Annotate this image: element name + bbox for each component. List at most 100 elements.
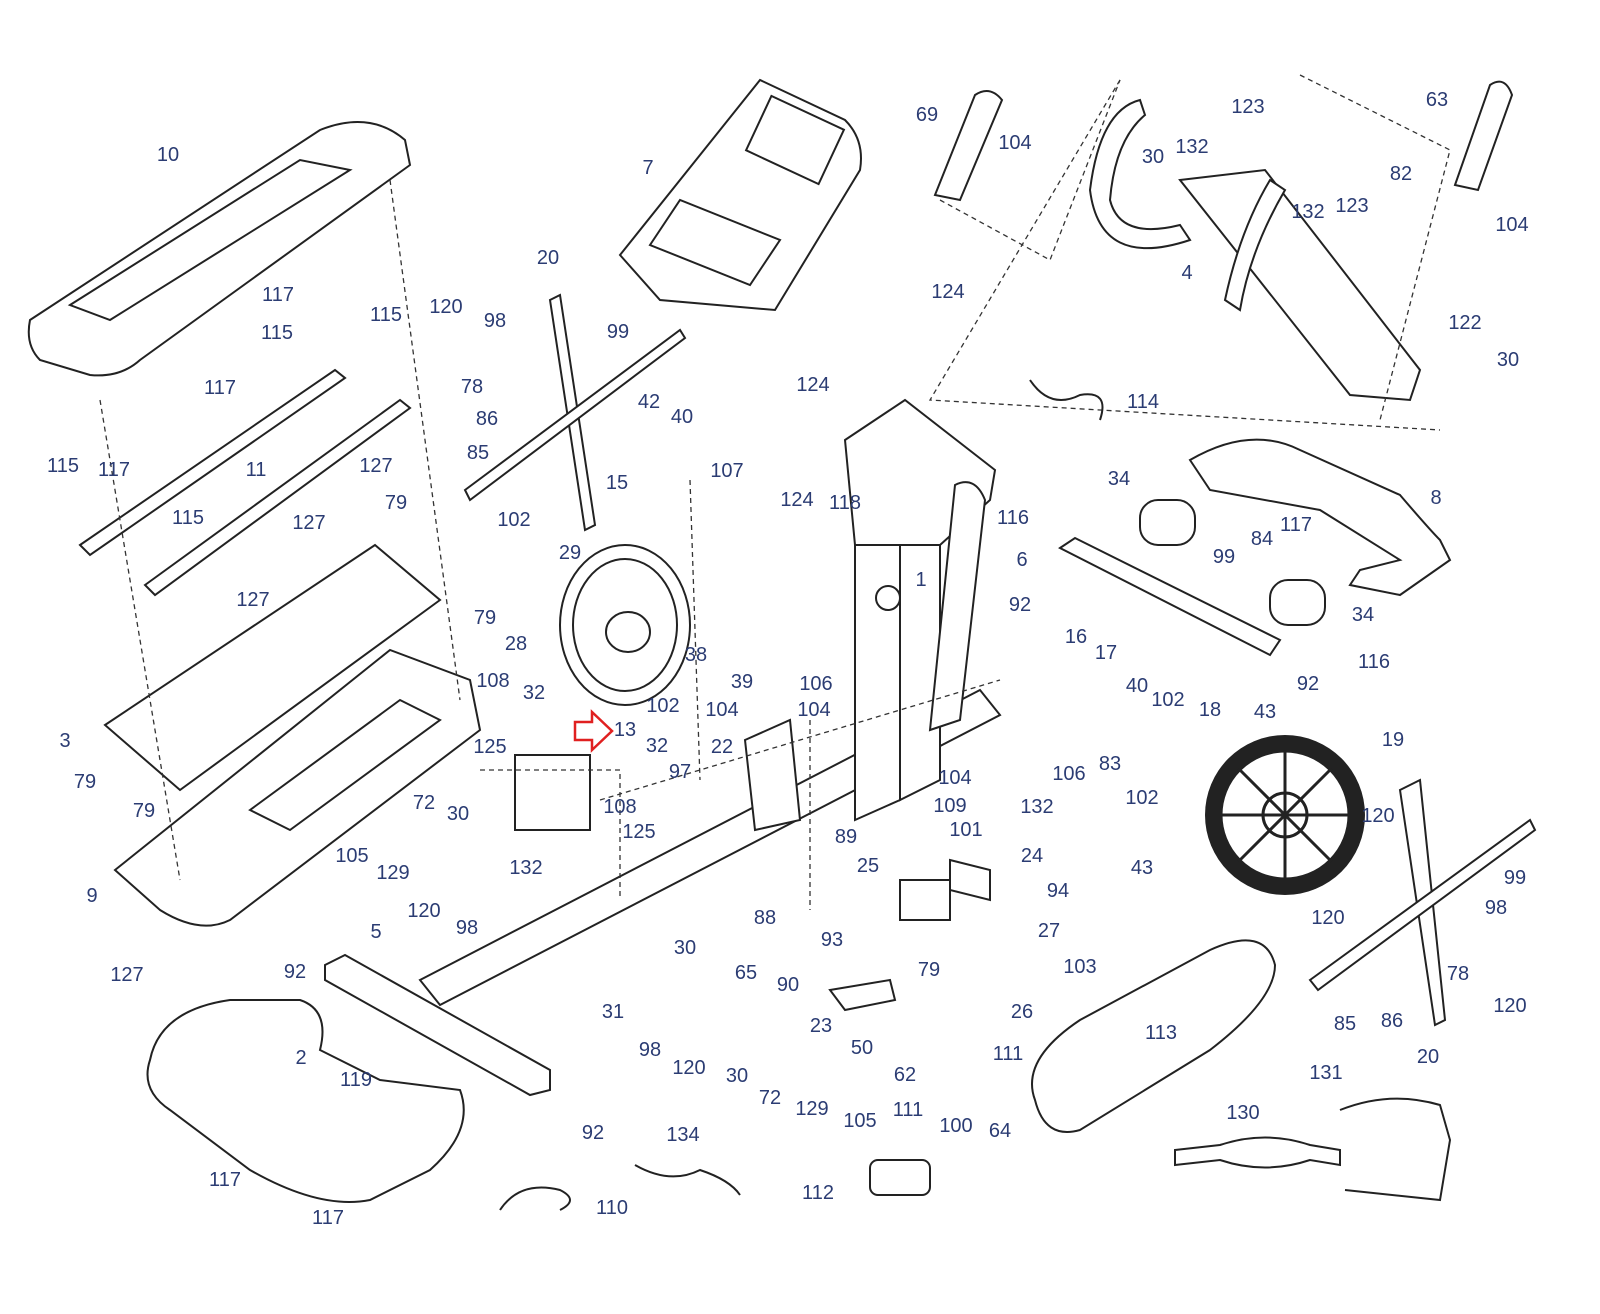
part-label: 98 [455,917,479,939]
part-label: 130 [1226,1102,1260,1124]
part-label: 78 [1446,963,1470,985]
part-label: 23 [809,1015,833,1037]
part-label: 119 [340,1069,372,1091]
part-label: 92 [581,1122,605,1144]
part-label: 117 [262,284,294,306]
part-label: 117 [204,377,236,399]
part-label: 125 [622,821,656,843]
part-label: 22 [710,736,734,758]
part-label: 109 [933,795,967,817]
part-label: 101 [949,819,983,841]
part-label: 127 [236,589,270,611]
part-label: 134 [666,1124,700,1146]
part-label: 11 [245,459,267,481]
part-label: 15 [605,472,629,494]
part-label: 4 [1181,262,1193,284]
part-label: 62 [893,1064,917,1086]
part-label: 117 [1280,514,1312,536]
part-label: 122 [1448,312,1482,334]
part-label: 102 [497,509,531,531]
part-label: 116 [1358,651,1390,673]
part-label: 99 [1212,546,1236,568]
belt-part [1031,939,1277,1133]
part-label: 132 [1020,796,1054,818]
part-label: 117 [209,1169,241,1191]
part-label: 82 [1389,163,1413,185]
top-cover-part [27,121,412,377]
base-cover-part [146,999,465,1203]
part-label: 115 [172,507,204,529]
part-label: 113 [1145,1022,1177,1044]
part-label: 25 [856,855,880,877]
part-label: 120 [1311,907,1345,929]
part-label: 30 [673,937,697,959]
part-label: 79 [473,607,497,629]
part-label: 38 [684,644,708,666]
highlight-arrow-icon [573,709,614,753]
part-label: 2 [295,1047,307,1069]
part-label: 79 [73,771,97,793]
part-label: 99 [606,321,630,343]
part-label: 24 [1020,845,1044,867]
part-label: 10 [156,144,180,166]
part-label: 104 [1495,214,1529,236]
part-label: 79 [132,800,156,822]
part-label: 6 [1016,549,1028,571]
shroud-part [113,648,482,927]
part-label: 20 [536,247,560,269]
part-label: 125 [473,736,507,758]
part-label: 83 [1098,753,1122,775]
part-label: 30 [1141,146,1165,168]
part-label: 8 [1430,487,1442,509]
part-label: 106 [1052,763,1086,785]
part-label: 100 [939,1115,973,1137]
part-label: 32 [522,682,546,704]
part-label: 111 [892,1099,924,1121]
part-label: 93 [820,929,844,951]
part-label: 97 [668,761,692,783]
part-label: 30 [725,1065,749,1087]
part-label: 102 [1151,689,1185,711]
part-label: 112 [802,1182,834,1204]
part-label: 86 [475,408,499,430]
part-label: 124 [796,374,830,396]
part-label: 104 [705,699,739,721]
bracket-part [514,754,591,831]
part-label: 85 [466,442,490,464]
part-label: 124 [780,489,814,511]
part-label: 120 [672,1057,706,1079]
part-label: 72 [758,1087,782,1109]
part-label: 92 [283,961,307,983]
part-label: 40 [670,406,694,428]
part-label: 115 [47,455,79,477]
part-label: 43 [1130,857,1154,879]
part-label: 127 [359,455,393,477]
part-label: 43 [1253,701,1277,723]
part-label: 94 [1046,880,1070,902]
part-label: 104 [938,767,972,789]
part-label: 131 [1309,1062,1343,1084]
part-label: 104 [797,699,831,721]
part-label: 30 [446,803,470,825]
part-label: 127 [292,512,326,534]
part-label: 9 [86,885,98,907]
part-label: 78 [460,376,484,398]
part-label: 5 [370,921,382,943]
part-label: 132 [1175,136,1209,158]
part-label: 40 [1125,675,1149,697]
part-label: 104 [998,132,1032,154]
part-label: 102 [1125,787,1159,809]
part-label: 106 [799,673,833,695]
part-label: 116 [997,507,1029,529]
part-label: 127 [110,964,144,986]
part-label: 65 [734,962,758,984]
part-label: 18 [1198,699,1222,721]
part-label: 16 [1064,626,1088,648]
part-label: 19 [1381,729,1405,751]
part-label: 115 [370,304,402,326]
part-label: 39 [730,671,754,693]
part-label: 20 [1416,1046,1440,1068]
part-label: 79 [384,492,408,514]
console-part [618,78,862,312]
part-label: 86 [1380,1010,1404,1032]
